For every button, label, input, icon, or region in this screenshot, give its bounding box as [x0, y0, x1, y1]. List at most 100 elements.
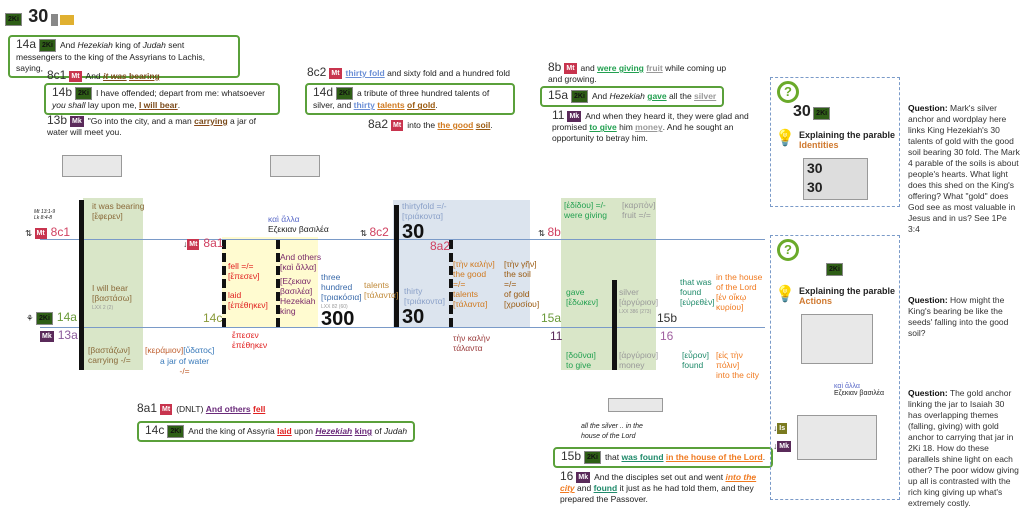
panel-fell	[222, 237, 318, 327]
verse-ref: 13b	[47, 113, 68, 127]
verse-ref: 8a1	[137, 401, 158, 415]
label-three-hundred: three hundred[τριακόσια]LXX 82 (60)	[321, 272, 363, 312]
text-label: the soil	[504, 269, 531, 279]
text-label: [ἔπεσεν]	[228, 271, 260, 281]
highlighted-word: talents	[377, 100, 405, 111]
highlighted-word: I will bear	[138, 100, 178, 111]
text-label: gave	[566, 287, 585, 297]
ref-15b: 15b	[657, 311, 678, 325]
actions-image	[801, 314, 873, 364]
text-label: carrying -/=	[88, 355, 131, 365]
book-badge: Mt	[564, 63, 577, 75]
text-label: [τὴν καλὴν]	[453, 259, 495, 269]
header: 2Ki 30	[5, 6, 75, 27]
verse-body: (DNLT) And others fell	[176, 404, 265, 414]
ref-16: 16	[660, 329, 674, 343]
text-label: [ἀργύριον]	[619, 350, 659, 360]
text-label: καὶ ἄλλα	[268, 214, 300, 224]
text-label: 14a	[56, 310, 77, 324]
verse-text: and	[574, 483, 594, 494]
panel-title: Explaining the parable	[799, 286, 896, 296]
text-label: into the city	[716, 370, 759, 380]
text-label: [βαστάζων]	[88, 345, 130, 355]
greek-text: Εζεκιαν βασιλέα	[834, 390, 885, 397]
label-soil: [τὴν γῆν]the soil=/=of gold[χρυσίου]	[504, 259, 539, 309]
verse-body: And Hezekiah king of Judah sent messenge…	[16, 40, 205, 73]
text-label: Mark's silver anchor and wordplay here l…	[908, 103, 1020, 234]
text-label: LXX 2 (2)	[92, 305, 114, 311]
text-label: 30	[807, 160, 823, 176]
highlighted-word: And others	[205, 404, 251, 414]
anchor-bar-silver	[612, 280, 617, 370]
header-number: 30	[28, 6, 49, 26]
verse-text: And the disciples set out and went	[594, 472, 726, 482]
verse-text: sent messengers to the king of the Assyr…	[16, 40, 205, 74]
text-label: I will bear	[92, 283, 128, 293]
verse-text: and	[580, 63, 598, 73]
label-was-found: that was found[εὑρεθὲν]	[680, 277, 715, 307]
verse-body: And it was bearing	[86, 71, 160, 81]
text-label: [τριάκοντα]	[402, 211, 443, 221]
label-giving: [ἐδίδου] =/-were giving	[564, 200, 607, 220]
verse-text: all the	[666, 91, 695, 101]
verse-text: .	[435, 100, 438, 111]
ref-8c2: ⇅ 8c2	[360, 225, 389, 239]
text-label: =/=	[504, 279, 517, 289]
text-label: Hezekiah king	[280, 296, 316, 316]
text-label: laid	[228, 290, 242, 300]
label-bearing: it was bearing[ἔφερεν]	[92, 201, 144, 221]
text-label: ἐπέθηκεν	[232, 340, 268, 350]
highlighted-word: king	[354, 426, 373, 436]
highlighted-word: money	[635, 122, 663, 133]
text-label: found	[682, 360, 704, 370]
verse-ref: 8c2	[307, 65, 327, 79]
verse-body: into the the good soil.	[407, 120, 493, 130]
text-label: thirty	[404, 286, 423, 296]
label-fruit: [καρπὸν]fruit =/=	[622, 200, 655, 220]
text-label: Mt	[34, 228, 47, 240]
text-label: 8c1	[50, 225, 71, 239]
number-300: 300	[321, 308, 355, 330]
highlighted-word: of gold	[407, 100, 436, 111]
panel-subtitle: Actions	[799, 296, 833, 306]
text-label: τάλαντα	[453, 343, 483, 353]
number-30-fold: 30	[402, 221, 425, 243]
text-label: talents	[453, 289, 479, 299]
verse-text: lay upon me,	[85, 100, 139, 111]
verse-body: And the disciples set out and went into …	[560, 472, 756, 504]
text-label: 8a1	[203, 236, 224, 250]
text-label: [ὕδατος]	[183, 345, 215, 355]
text-label: [ἀργύριον]	[619, 297, 659, 307]
verse-text: .	[490, 120, 493, 130]
highlighted-word: were giving	[597, 63, 644, 73]
label-good: [τὴν καλὴν]the good=/=talents[τάλαντα]	[453, 259, 495, 309]
book-badge: 2Ki	[826, 263, 843, 276]
swap-arrows-icon: ⇅	[25, 228, 33, 238]
verse-text: a jar of water will meet you.	[47, 116, 257, 138]
text-label: to give	[566, 360, 592, 370]
verse-text: Hezekiah	[77, 40, 113, 50]
text-label: [κεράμιον]	[145, 345, 184, 355]
label-carrying: [βαστάζων]carrying -/=	[88, 345, 131, 365]
text-label: Εζεκιαν βασιλέα	[268, 224, 329, 234]
verse-text: you shall	[52, 100, 86, 111]
highlighted-word: to give	[589, 122, 617, 133]
text-label: τὴν καλὴν	[453, 333, 490, 343]
verse-body: thirty fold and sixty fold and a hundred…	[346, 68, 510, 78]
verse-ref: 14c	[145, 423, 165, 437]
text-label: [βαστάσω]	[92, 293, 132, 303]
upper-timeline	[40, 239, 765, 240]
